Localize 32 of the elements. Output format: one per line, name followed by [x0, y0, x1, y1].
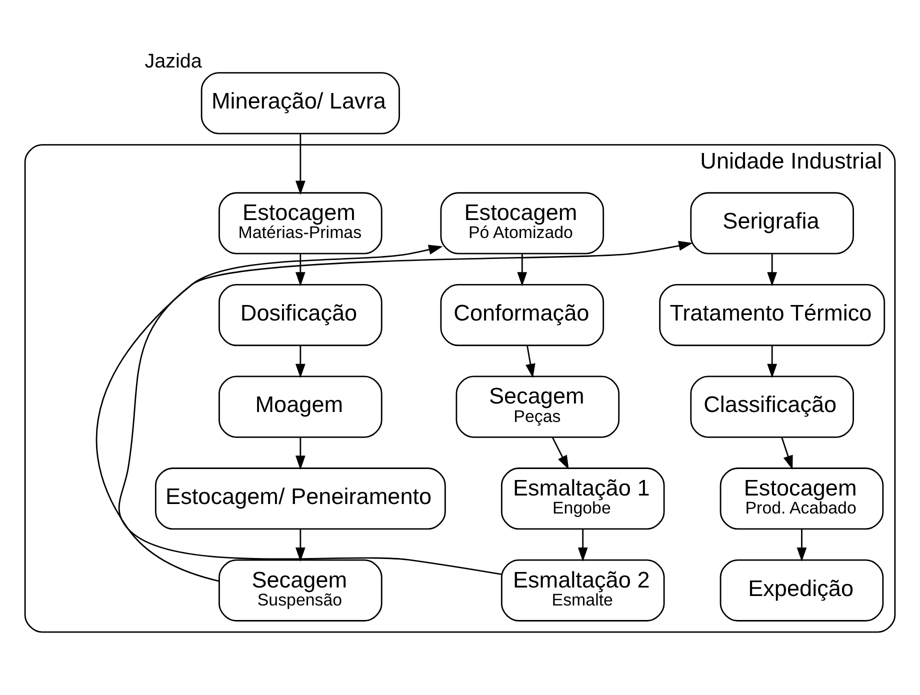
node-box: Secagem Suspensão — [218, 559, 382, 622]
node-box: Estocagem Prod. Acabado — [720, 468, 884, 530]
arrow — [578, 529, 588, 562]
arrow — [767, 346, 778, 378]
arrow — [96, 244, 443, 582]
arrow — [295, 346, 306, 378]
node-box: Esmaltação 1 Engobe — [500, 468, 665, 530]
arrow — [295, 529, 306, 562]
node-label: Jazida — [144, 50, 202, 72]
node-box: Secagem Peças — [456, 376, 620, 438]
node-box: Estocagem Pó Atomizado — [440, 192, 604, 254]
arrow — [295, 134, 306, 195]
node-box: Serigrafia — [690, 192, 854, 254]
arrow — [796, 529, 807, 562]
arrow — [767, 254, 778, 286]
node-box: Conformação — [440, 284, 604, 346]
node-box: Expedição — [720, 559, 884, 622]
arrow — [517, 254, 528, 286]
arrow — [295, 437, 306, 470]
node-box: Dosificação — [218, 284, 382, 346]
arrow — [118, 240, 693, 576]
arrow — [781, 437, 793, 470]
node-box: Estocagem Matérias-Primas — [218, 192, 382, 254]
arrow — [552, 437, 569, 470]
node-box: Estocagem/ Peneiramento — [154, 468, 446, 530]
arrow — [526, 345, 536, 378]
node-box: Moagem — [218, 376, 382, 438]
node-box: Esmaltação 2 Esmalte — [500, 559, 665, 622]
node-box: Tratamento Térmico — [659, 284, 886, 346]
arrow — [295, 254, 306, 286]
node-box: Mineração/ Lavra — [200, 72, 400, 134]
node-box: Classificação — [690, 376, 854, 438]
